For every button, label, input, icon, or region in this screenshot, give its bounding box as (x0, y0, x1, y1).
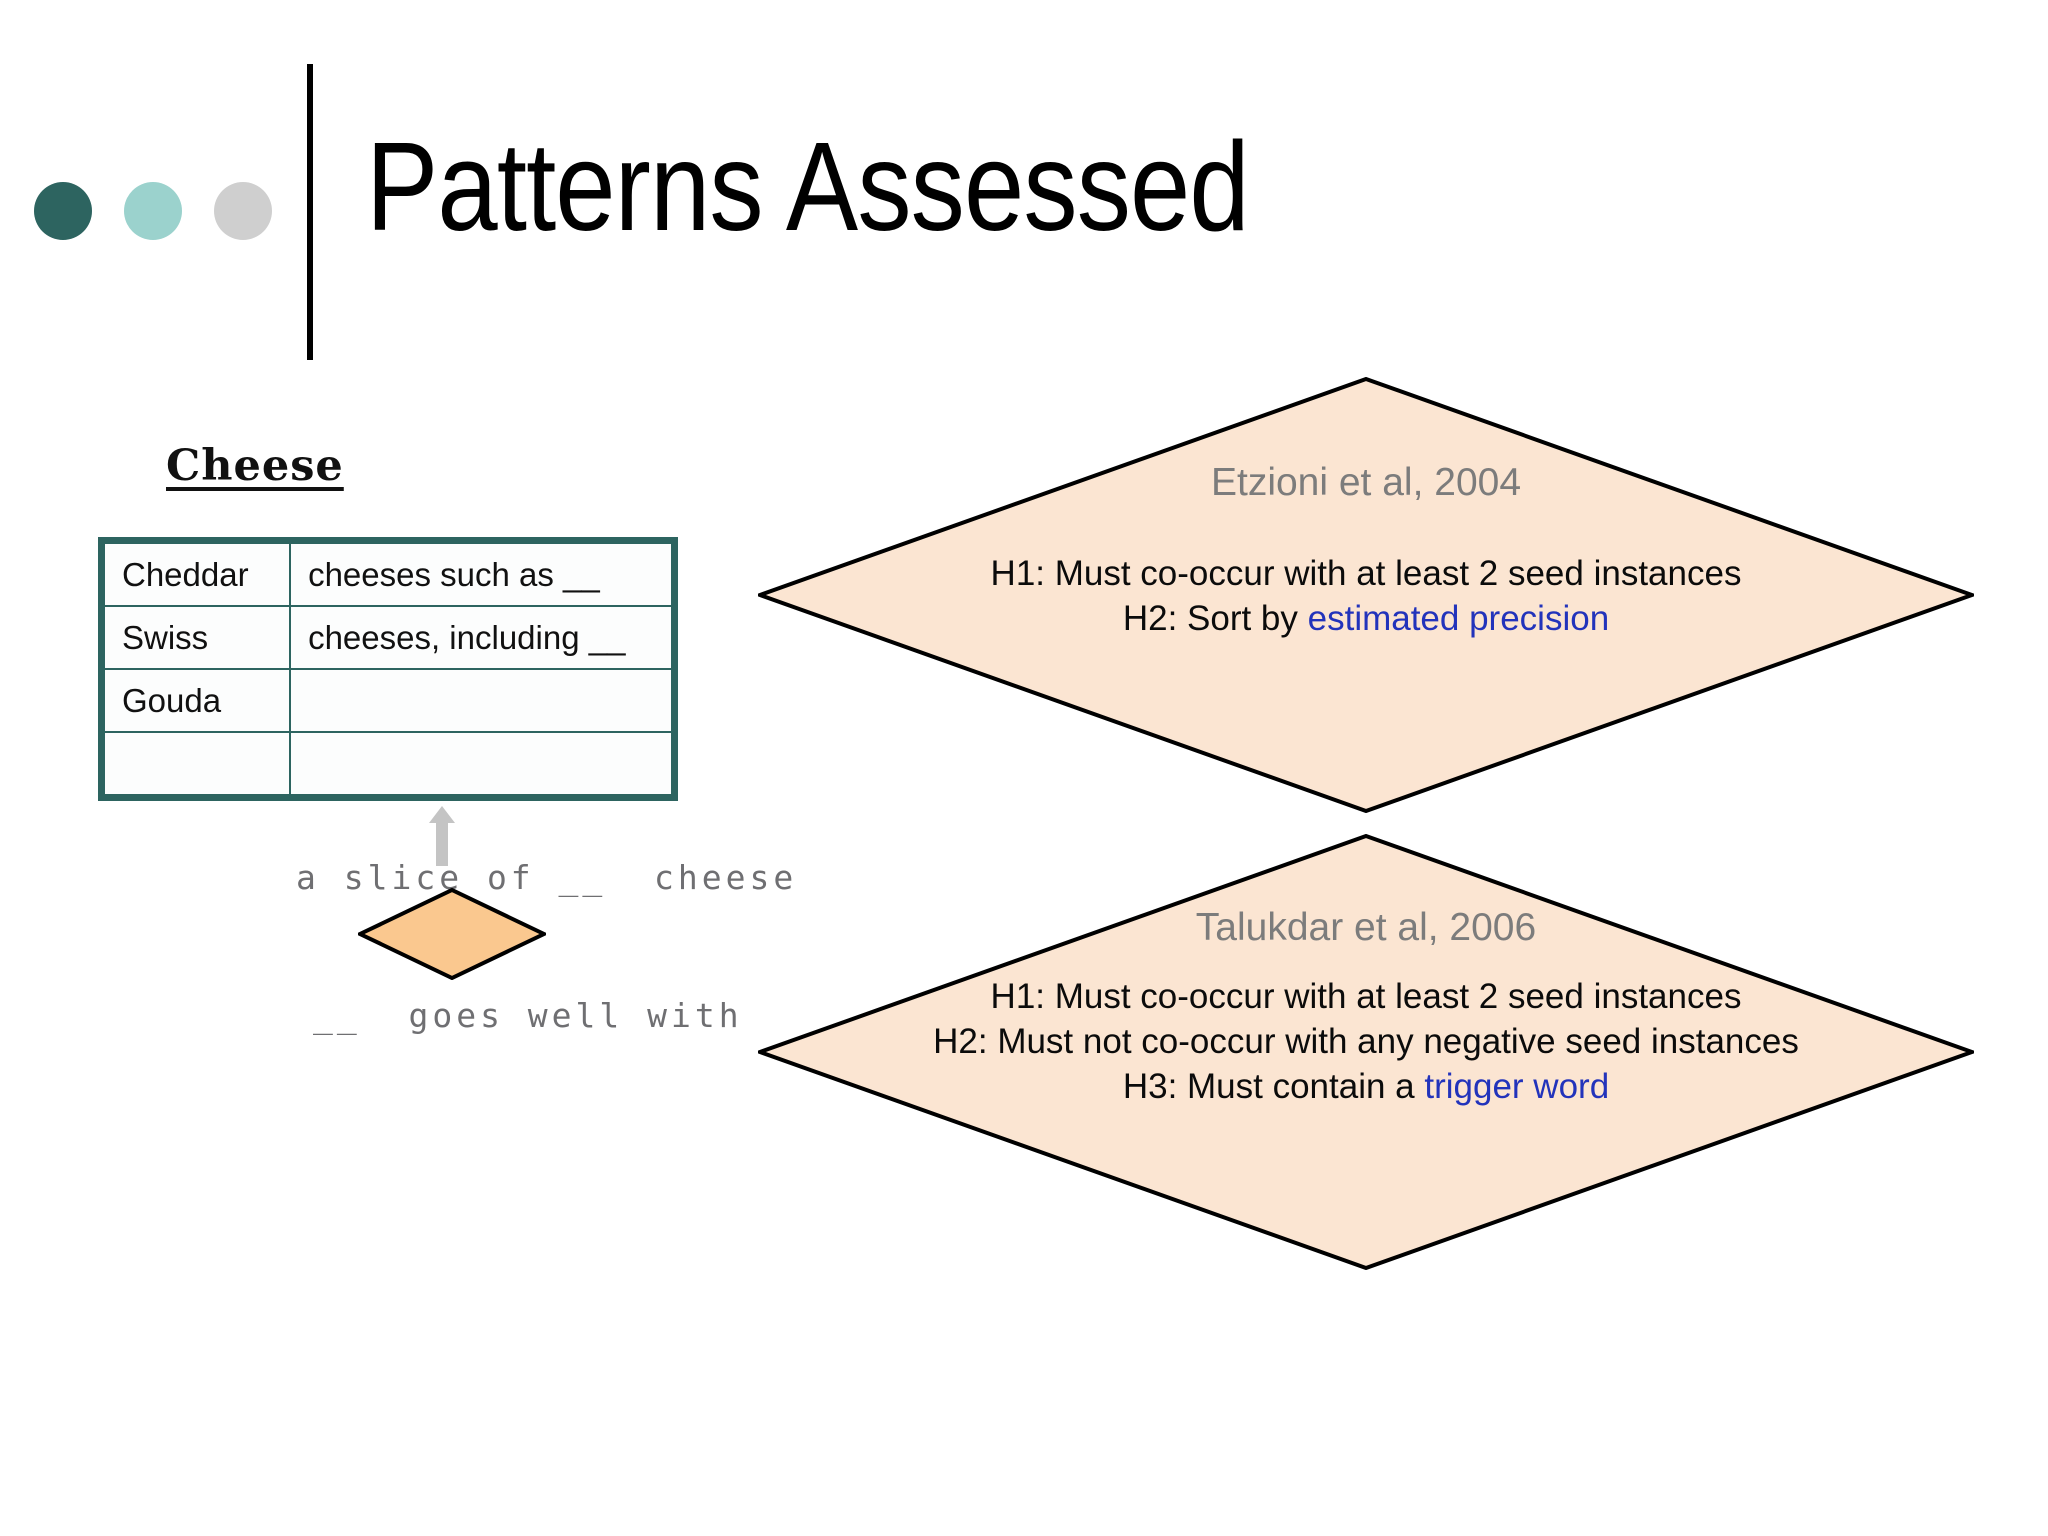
decorative-dot-light-teal (124, 182, 182, 240)
diamond-shape (758, 834, 1974, 1270)
cell-pattern: cheeses such as __ (289, 539, 676, 607)
cheese-instance-pattern-table: Cheddar cheeses such as __ Swiss cheeses… (98, 537, 678, 801)
candidate-pattern-diamond (358, 888, 546, 980)
candidate-pattern-bottom: __ goes well with (313, 996, 743, 1035)
table-row: Cheddar cheeses such as __ (100, 539, 676, 607)
cheese-heading: Cheese (166, 441, 344, 491)
candidate-pattern-top: a slice of __ cheese (296, 858, 798, 897)
table-row: Swiss cheeses, including __ (100, 605, 676, 670)
table-row: Gouda (100, 668, 676, 733)
cell-pattern: cheeses, including __ (289, 605, 676, 670)
title-divider-rule (307, 64, 313, 360)
cell-instance (100, 731, 292, 799)
decorative-dot-gray (214, 182, 272, 240)
cell-pattern (289, 668, 676, 733)
cell-instance: Cheddar (100, 539, 292, 607)
cell-instance: Gouda (100, 668, 292, 733)
diamond-shape (758, 377, 1974, 813)
diamond-talukdar-2006: Talukdar et al, 2006 H1: Must co-occur w… (758, 834, 1974, 1270)
diamond-etzioni-2004: Etzioni et al, 2004 H1: Must co-occur wi… (758, 377, 1974, 813)
table-row (100, 731, 676, 799)
up-arrow-icon (429, 806, 455, 866)
page-title: Patterns Assessed (366, 116, 1250, 257)
cell-instance: Swiss (100, 605, 292, 670)
cell-pattern (289, 731, 676, 799)
decorative-dot-dark-teal (34, 182, 92, 240)
